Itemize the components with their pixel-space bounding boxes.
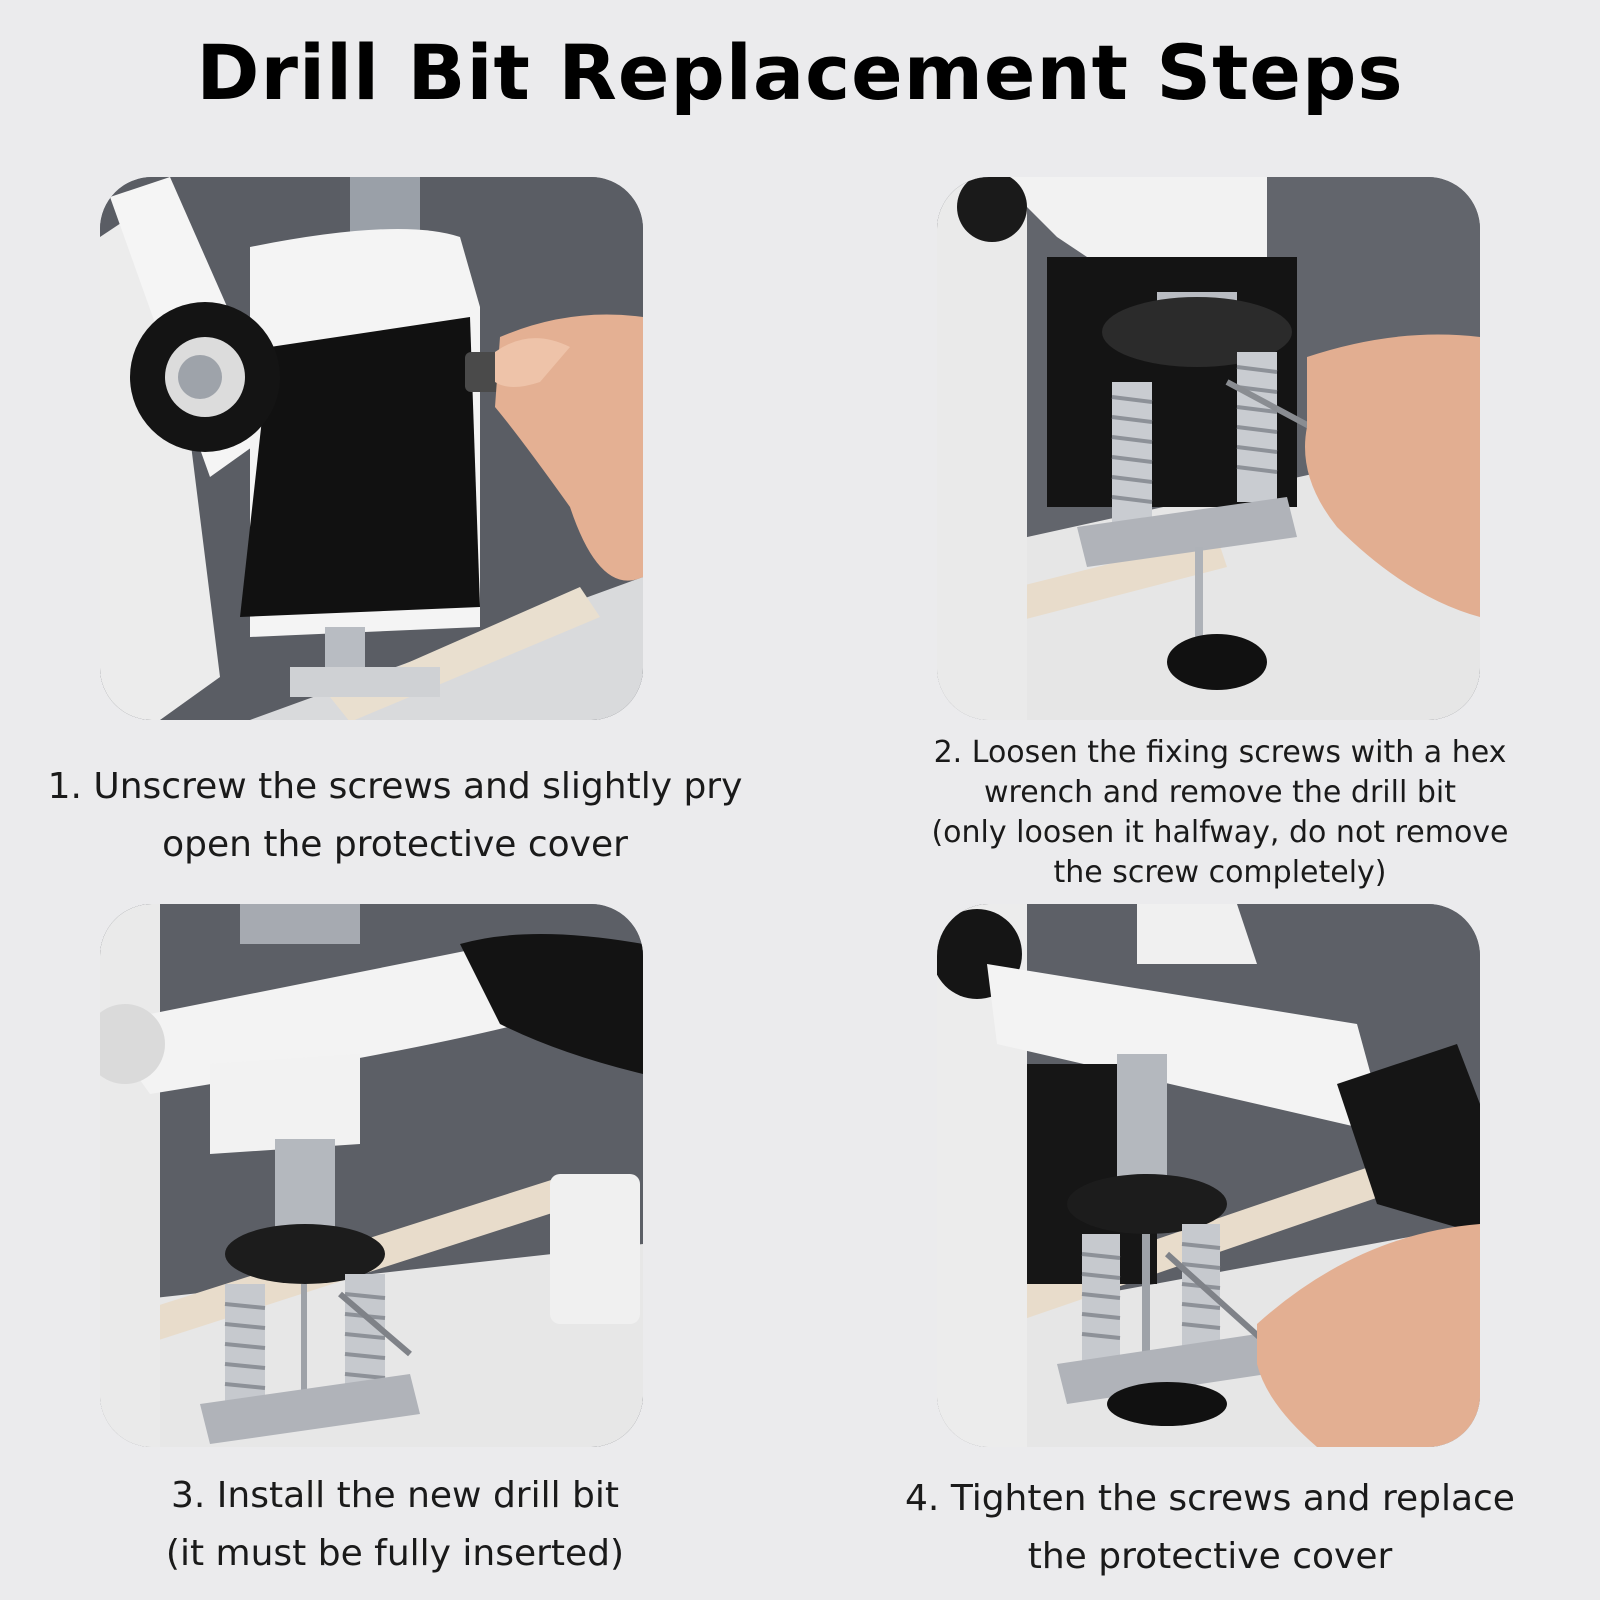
step-1-photo [100, 177, 643, 720]
step-2-caption: 2. Loosen the fixing screws with a hex w… [880, 733, 1560, 893]
step-2-caption-line: the screw completely) [1053, 855, 1387, 890]
step-4-caption-line: the protective cover [1027, 1536, 1393, 1577]
step-2-caption-line: wrench and remove the drill bit [984, 775, 1456, 810]
install-new-bit-illustration [100, 904, 643, 1447]
step-1-caption: 1. Unscrew the screws and slightly pry o… [0, 758, 790, 874]
step-1-caption-line: 1. Unscrew the screws and slightly pry [47, 766, 743, 807]
step-2-caption-line: (only loosen it halfway, do not remove [931, 815, 1509, 850]
step-3-photo [100, 904, 643, 1447]
tighten-screws-illustration [937, 904, 1480, 1447]
drill-press-cover-illustration [100, 177, 643, 720]
page-title: Drill Bit Replacement Steps [196, 28, 1404, 117]
step-1-caption-line: open the protective cover [162, 824, 628, 865]
step-4-caption-line: 4. Tighten the screws and replace [905, 1478, 1515, 1519]
hex-wrench-loosening-illustration [937, 177, 1480, 720]
step-3-caption: 3. Install the new drill bit (it must be… [55, 1467, 735, 1583]
step-4-photo [937, 904, 1480, 1447]
step-2-caption-line: 2. Loosen the fixing screws with a hex [933, 735, 1507, 770]
step-4-caption: 4. Tighten the screws and replace the pr… [855, 1470, 1565, 1586]
step-2-photo [937, 177, 1480, 720]
step-3-caption-line: 3. Install the new drill bit [170, 1475, 620, 1516]
step-3-caption-line: (it must be fully inserted) [165, 1533, 625, 1574]
